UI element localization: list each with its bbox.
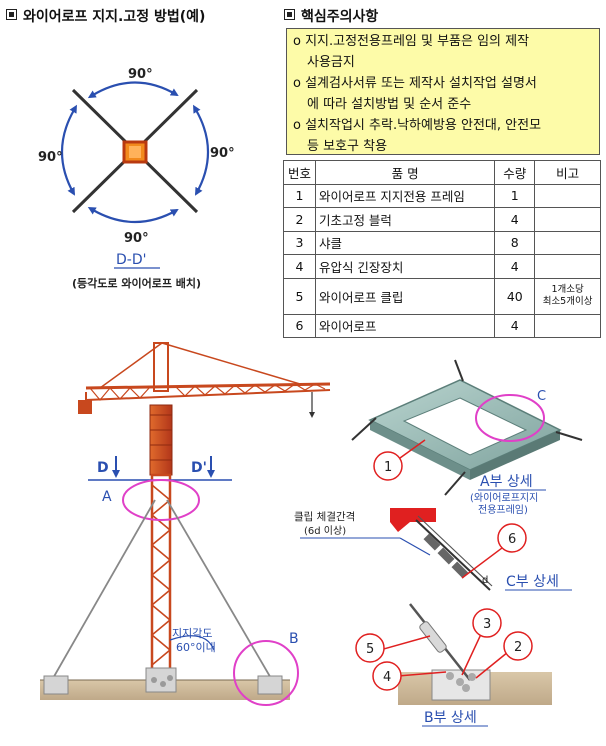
angle-note-1: 지지각도 bbox=[172, 627, 212, 640]
square-bullet-icon bbox=[6, 9, 17, 20]
section-label: D-D' bbox=[116, 252, 146, 268]
callout-3 bbox=[472, 608, 502, 638]
row-qty: 4 bbox=[494, 313, 536, 338]
callout-2-number: 2 bbox=[514, 640, 522, 655]
row-note: 1개소당 최소5개이상 bbox=[534, 277, 601, 315]
detail-a-sub-2: 전용프레임) bbox=[478, 503, 528, 516]
note-2-line-1: o 설계검사서류 또는 제작사 설치작업 설명서 bbox=[293, 76, 537, 91]
note-1-line-1: o 지지.고정전용프레임 및 부품은 임의 제작 bbox=[293, 34, 530, 49]
anchor-block-right bbox=[257, 675, 283, 695]
callout-5-number: 5 bbox=[366, 642, 374, 657]
detail-a-circle bbox=[122, 479, 200, 521]
angle-arrow-right bbox=[193, 104, 210, 196]
table-header-row: 번호 품 명 수량 비고 bbox=[283, 160, 601, 185]
angle-label-left: 90° bbox=[38, 150, 63, 165]
detail-a-label: A bbox=[102, 489, 112, 505]
crane-jib bbox=[78, 342, 331, 418]
plan-caption: (등각도로 와이어로프 배치) bbox=[72, 276, 201, 290]
left-title-text: 와이어로프 지지.고정 방법(예) bbox=[23, 9, 206, 25]
detail-c-label: C bbox=[537, 389, 546, 404]
table-row: 3 샤클 8 bbox=[283, 230, 601, 255]
anchor-block-left bbox=[43, 675, 69, 695]
callout-1 bbox=[373, 451, 403, 481]
callout-6 bbox=[497, 523, 527, 553]
detail-b-title: B부 상세 bbox=[424, 710, 477, 726]
row-no: 3 bbox=[283, 230, 316, 255]
detail-b-anchor: 5 4 3 2 B부 상세 bbox=[355, 603, 552, 727]
detail-c-clips: 클립 체결간격 (6d 이상) 6 d C부 상세 bbox=[294, 508, 572, 591]
detail-a-frame: C 1 A부 상세 (와이어로프지지 전용프레임) bbox=[351, 359, 583, 516]
row-name: 와이어로프 bbox=[314, 313, 496, 338]
clip-title-banner bbox=[390, 508, 436, 532]
note-2-line-2: 에 따라 설치방법 및 순서 준수 bbox=[307, 97, 472, 112]
left-section-title: 와이어로프 지지.고정 방법(예) bbox=[6, 6, 205, 26]
detail-a-title: A부 상세 bbox=[480, 474, 533, 490]
detail-b-circle bbox=[233, 640, 299, 706]
callout-3-number: 3 bbox=[483, 617, 491, 632]
header-note: 비고 bbox=[534, 160, 601, 185]
parts-table: 번호 품 명 수량 비고 1 와이어로프 지지전용 프레임 1 2 기초고정 블… bbox=[283, 160, 601, 338]
clip-title: 클립 체결간격 bbox=[294, 510, 355, 523]
row-name: 와이어로프 클립 bbox=[314, 277, 496, 315]
callout-4-number: 4 bbox=[383, 670, 391, 685]
mast-square-inner bbox=[129, 146, 141, 158]
angle-arrow-left bbox=[60, 104, 77, 196]
right-title-text: 핵심주의사항 bbox=[301, 9, 379, 25]
detail-a-sub-1: (와이어로프지지 bbox=[470, 492, 538, 504]
row-note-line-2: 최소5개이상 bbox=[542, 296, 593, 307]
key-notes-box: o 지지.고정전용프레임 및 부품은 임의 제작 사용금지 o 설계검사서류 또… bbox=[286, 28, 600, 155]
cut-label-d: D bbox=[97, 460, 109, 476]
d-label: d bbox=[482, 575, 488, 586]
callout-4 bbox=[372, 661, 402, 691]
guy-wire-right bbox=[166, 499, 273, 681]
note-1-line-2: 사용금지 bbox=[307, 55, 355, 70]
angle-label-bottom: 90° bbox=[124, 231, 149, 246]
row-note bbox=[534, 313, 601, 338]
table-row: 4 유압식 긴장장치 4 bbox=[283, 254, 601, 279]
angle-label-right: 90° bbox=[210, 146, 235, 161]
note-3-line-2: 등 보호구 착용 bbox=[307, 139, 388, 154]
detail-c-title: C부 상세 bbox=[506, 574, 559, 590]
row-note bbox=[534, 207, 601, 232]
plan-view-diagram: 90° 90° 90° 90° D-D' (등각도로 와이어로프 배치) bbox=[38, 67, 235, 290]
angle-arrow-top bbox=[87, 81, 179, 99]
right-section-title: 핵심주의사항 bbox=[284, 6, 378, 26]
row-qty: 4 bbox=[494, 207, 536, 232]
tower-crane-diagram: D D' A 지지각도 60°이내 B bbox=[40, 342, 331, 706]
row-qty: 4 bbox=[494, 254, 536, 279]
square-bullet-icon bbox=[284, 9, 295, 20]
cut-label-d-prime: D' bbox=[191, 460, 207, 476]
header-name: 품 명 bbox=[314, 160, 496, 185]
angle-note-2: 60°이내 bbox=[176, 641, 216, 654]
table-row: 6 와이어로프 4 bbox=[283, 313, 601, 338]
clip-sub: (6d 이상) bbox=[304, 525, 346, 537]
callout-1-number: 1 bbox=[384, 460, 392, 475]
row-no: 5 bbox=[283, 277, 316, 315]
angle-label-top: 90° bbox=[128, 67, 153, 82]
row-note-line-1: 1개소당 bbox=[551, 284, 584, 295]
row-qty: 40 bbox=[494, 277, 536, 315]
detail-b-label: B bbox=[289, 631, 299, 647]
note-3-line-1: o 설치작업시 추락.낙하예방용 안전대, 안전모 bbox=[293, 118, 542, 133]
table-row: 5 와이어로프 클립 40 1개소당 최소5개이상 bbox=[283, 277, 601, 315]
callout-6-number: 6 bbox=[508, 532, 516, 547]
callout-2 bbox=[503, 631, 533, 661]
guy-wire-left bbox=[51, 499, 156, 681]
angle-arrow-bottom bbox=[87, 207, 179, 224]
angle-arc bbox=[169, 635, 215, 651]
detail-c-circle bbox=[475, 394, 545, 442]
callout-5 bbox=[355, 633, 385, 663]
crane-mast bbox=[145, 342, 177, 693]
